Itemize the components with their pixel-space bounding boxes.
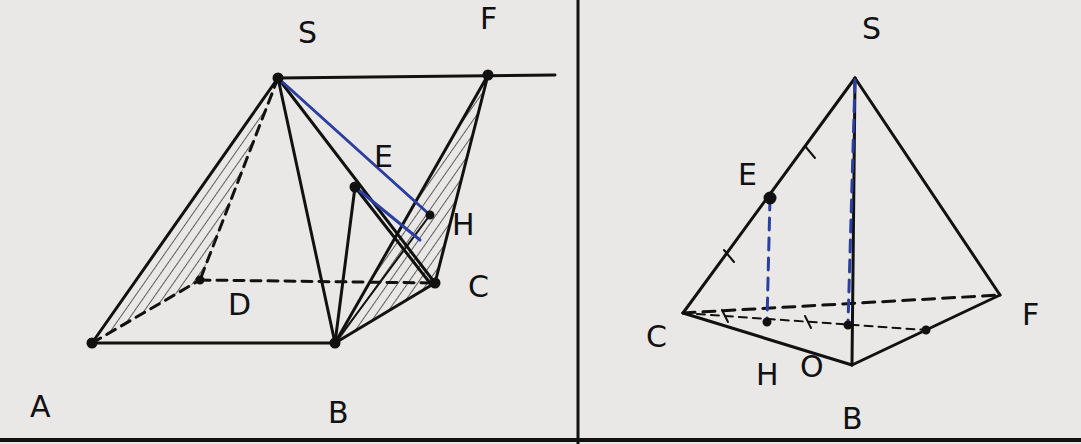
point-label: F: [480, 4, 497, 34]
point-label: E: [738, 160, 757, 190]
point-label: H: [452, 210, 475, 240]
point-label: D: [228, 290, 251, 320]
point-label: B: [842, 404, 863, 434]
point-label: C: [468, 272, 489, 302]
point-label: O: [800, 352, 824, 382]
point-label: S: [298, 18, 317, 48]
point-label: E: [374, 142, 393, 172]
point-label: F: [1022, 300, 1039, 330]
point-label: C: [646, 322, 667, 352]
point-label: S: [862, 14, 881, 44]
point-label: H: [756, 360, 779, 390]
point-label: B: [328, 398, 349, 428]
point-label: A: [30, 392, 51, 422]
